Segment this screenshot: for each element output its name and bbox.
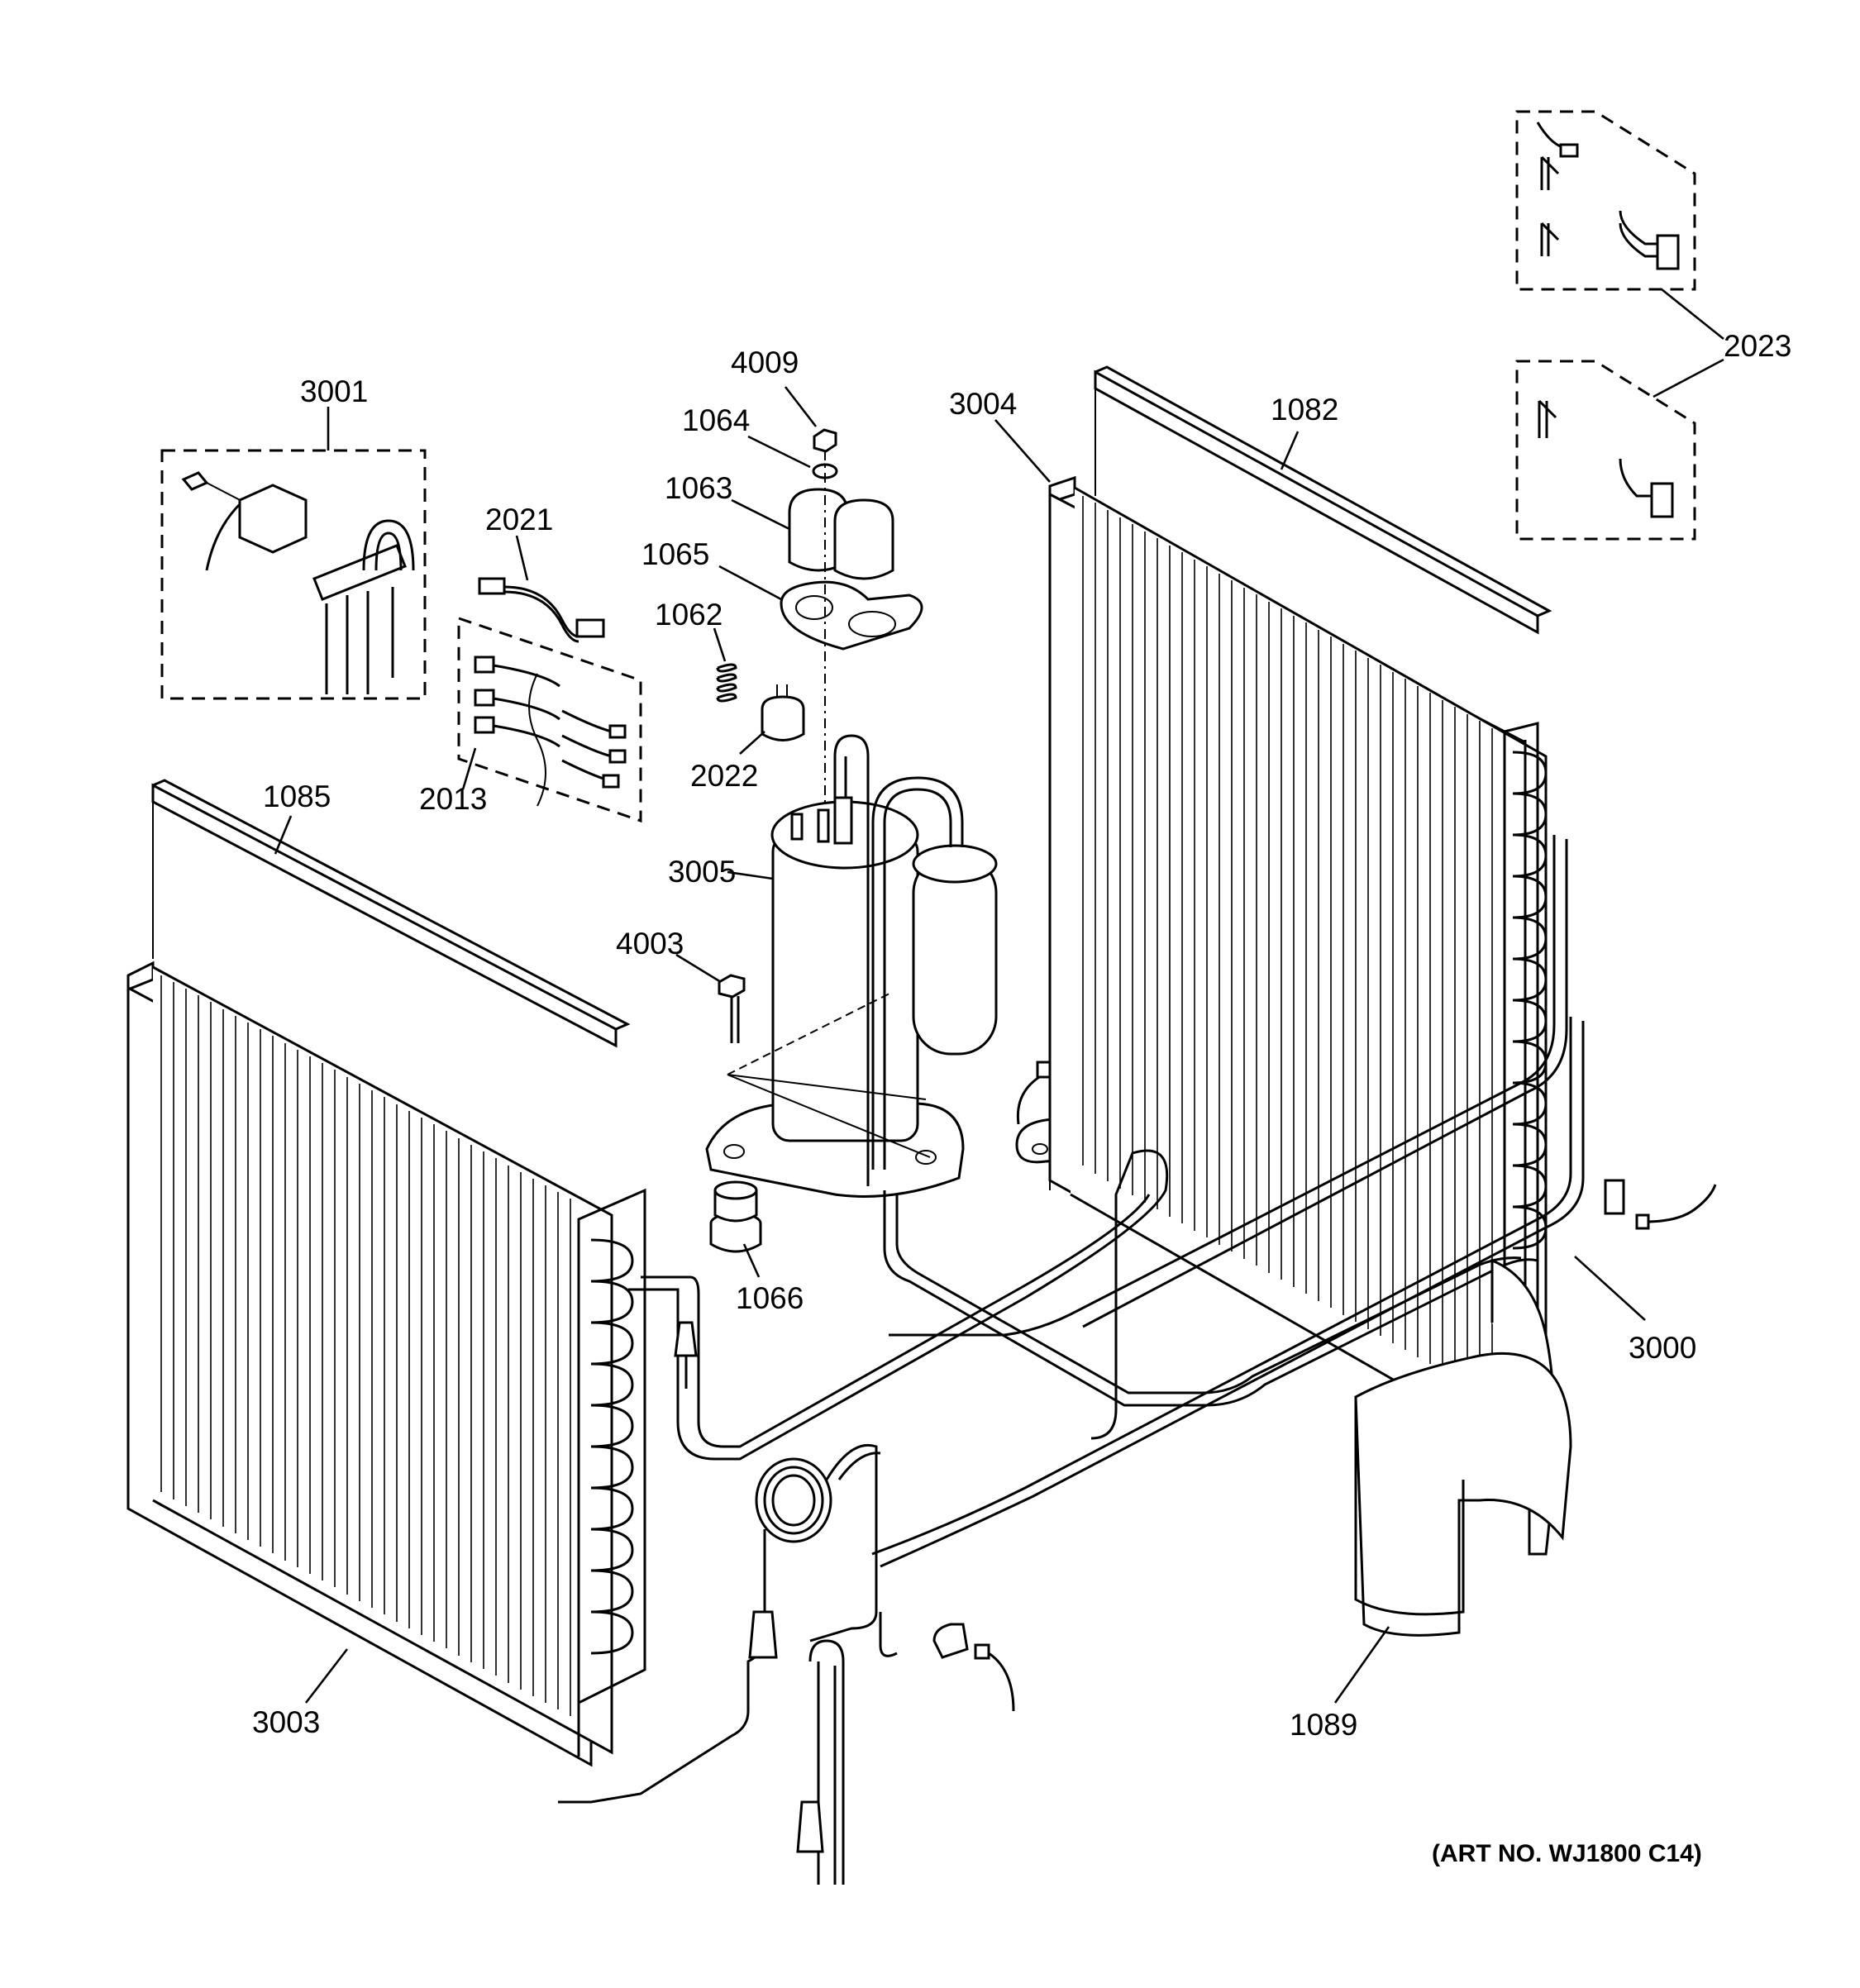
callout-4009: 4009 <box>731 346 799 379</box>
callout-2023: 2023 <box>1724 329 1792 363</box>
bolt-4003 <box>675 953 746 1043</box>
callout-1062: 1062 <box>655 598 723 632</box>
sensor-connector-bottom <box>932 1623 1015 1712</box>
callout-4003: 4003 <box>616 927 684 961</box>
callout-1082: 1082 <box>1271 393 1339 427</box>
compressor-mount-parts <box>713 386 923 810</box>
callout-1063: 1063 <box>665 471 733 505</box>
evaporator-coil-3004 <box>994 419 1548 1470</box>
callout-1085: 1085 <box>263 779 331 813</box>
callout-3001: 3001 <box>300 374 369 408</box>
callout-1065: 1065 <box>641 537 710 571</box>
sensor-connector-right <box>1604 1179 1717 1230</box>
art-number: (ART NO. WJ1800 C14) <box>1432 1840 1702 1867</box>
callout-1066: 1066 <box>736 1281 804 1315</box>
callout-1089: 1089 <box>1290 1708 1358 1742</box>
tubing-assembly-3000 <box>558 835 1646 1885</box>
callout-3003: 3003 <box>252 1705 321 1739</box>
wire-kit-2023 <box>1515 110 1724 541</box>
callout-3005: 3005 <box>668 855 737 889</box>
condenser-coil-3003 <box>126 961 646 1767</box>
callout-2021: 2021 <box>485 503 554 536</box>
callout-2022: 2022 <box>690 759 759 793</box>
wire-kit-2013 <box>457 616 642 823</box>
sound-blanket-1089 <box>1333 1258 1572 1704</box>
seal-strip-1085 <box>151 779 631 1048</box>
compressor-3005 <box>705 734 998 1198</box>
grommet-1066 <box>709 1180 762 1278</box>
callout-1064: 1064 <box>682 403 751 437</box>
wire-harness-2021 <box>478 535 605 643</box>
callout-3000: 3000 <box>1629 1331 1697 1365</box>
callout-2013: 2013 <box>419 782 488 816</box>
callout-3004: 3004 <box>949 387 1018 421</box>
seal-strip-1082 <box>1094 365 1552 635</box>
reversing-valve-kit <box>160 407 427 700</box>
